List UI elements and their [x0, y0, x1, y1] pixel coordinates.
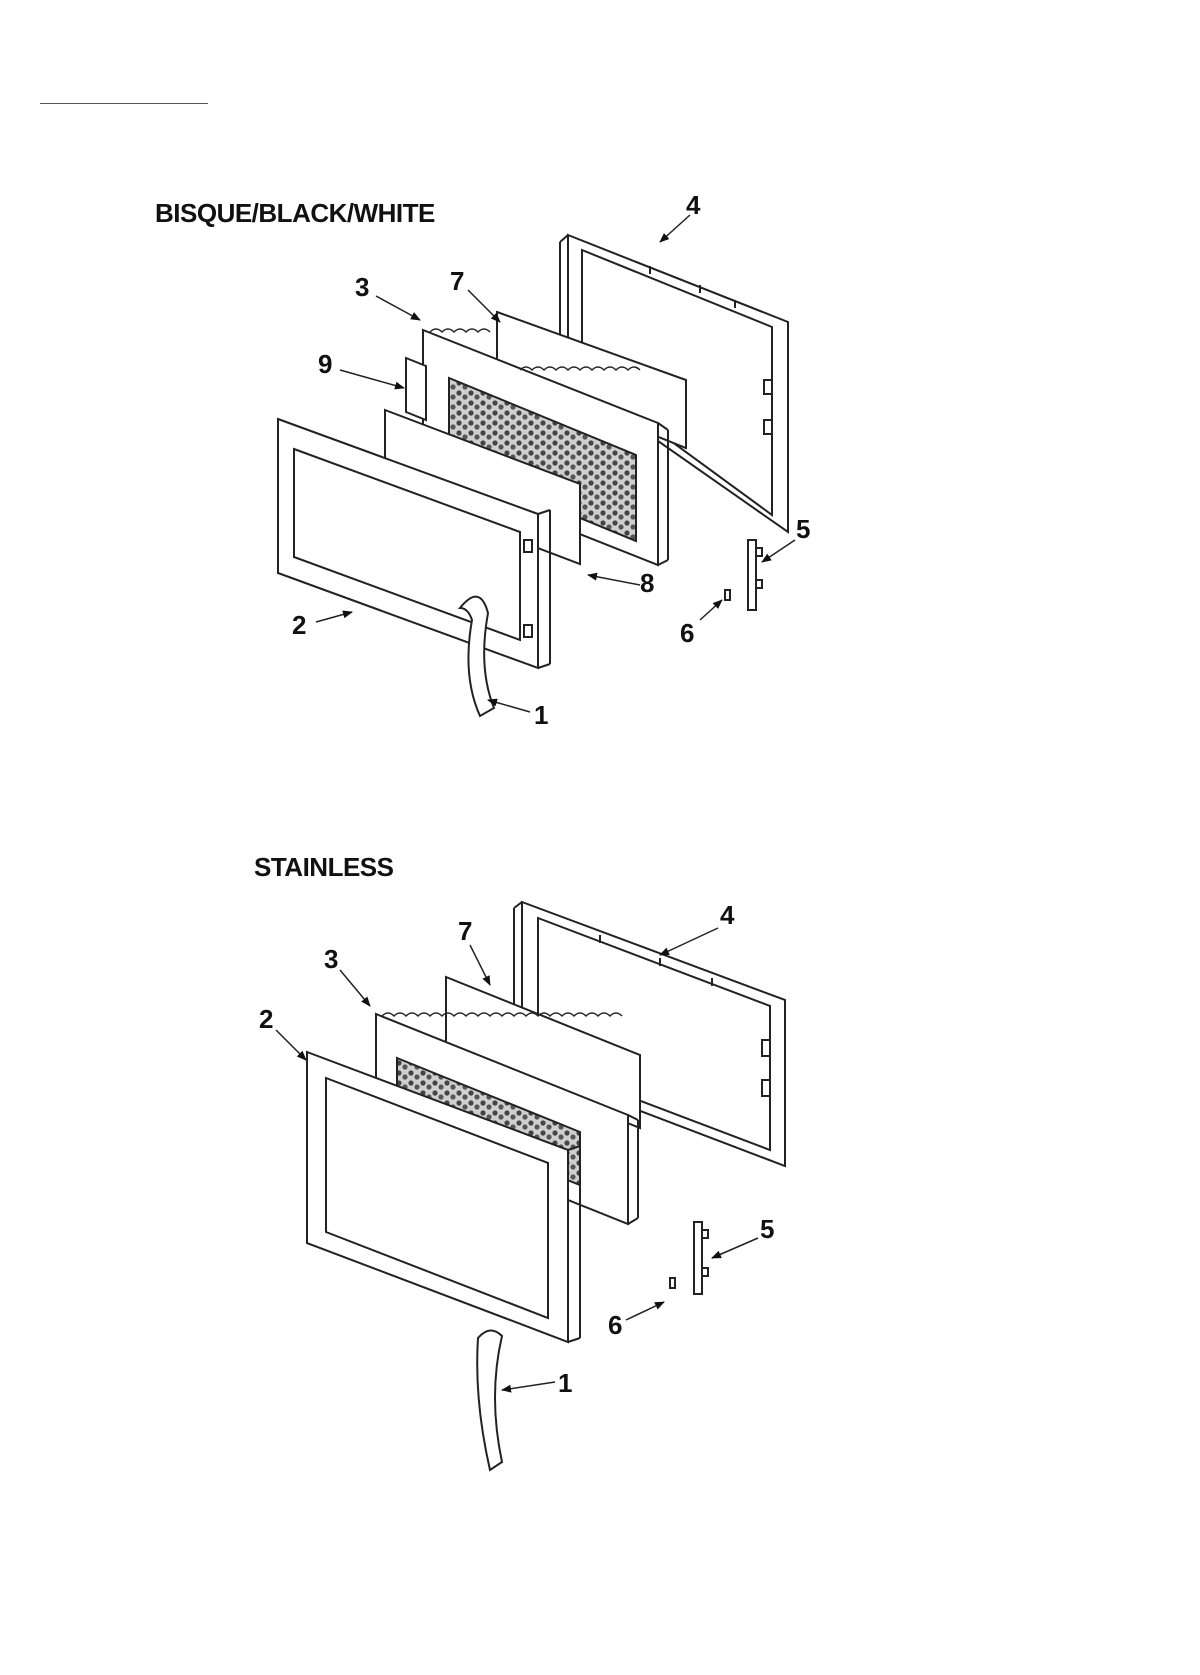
section-title-stainless: STAINLESS [254, 852, 394, 882]
part-7-plate [496, 310, 687, 450]
part-5-hinge [747, 539, 763, 611]
callout-1: 1 [558, 1368, 572, 1398]
callout-6: 6 [680, 618, 694, 648]
callout-2: 2 [259, 1004, 273, 1034]
callout-4: 4 [720, 900, 735, 930]
callout-2: 2 [292, 610, 306, 640]
callout-6: 6 [608, 1310, 622, 1340]
part-6-screw [669, 1277, 676, 1289]
part-1-handle [476, 1329, 504, 1472]
part-5-hinge [693, 1221, 709, 1295]
callout-7: 7 [458, 916, 472, 946]
assembly-bisque-black-white [277, 214, 796, 718]
callout-1: 1 [534, 700, 548, 730]
part-6-screw [724, 589, 731, 601]
part-3-inner-panel [422, 328, 669, 567]
top-rule [40, 103, 208, 104]
section-title-bisque-black-white: BISQUE/BLACK/WHITE [155, 198, 435, 228]
part-2-outer-frame [306, 1050, 581, 1344]
callout-8: 8 [640, 568, 654, 598]
callout-5: 5 [760, 1214, 774, 1244]
part-7-plate [445, 975, 641, 1130]
callout-4: 4 [686, 190, 701, 220]
callout-7: 7 [450, 266, 464, 296]
callout-3: 3 [355, 272, 369, 302]
callout-9: 9 [318, 349, 332, 379]
leader-arrows-bottom [275, 927, 759, 1393]
callout-3: 3 [324, 944, 338, 974]
assembly-stainless [275, 900, 786, 1472]
leader-arrows-top [315, 214, 796, 713]
part-9-bracket [405, 356, 427, 422]
part-1-handle [457, 595, 496, 718]
callout-5: 5 [796, 514, 810, 544]
